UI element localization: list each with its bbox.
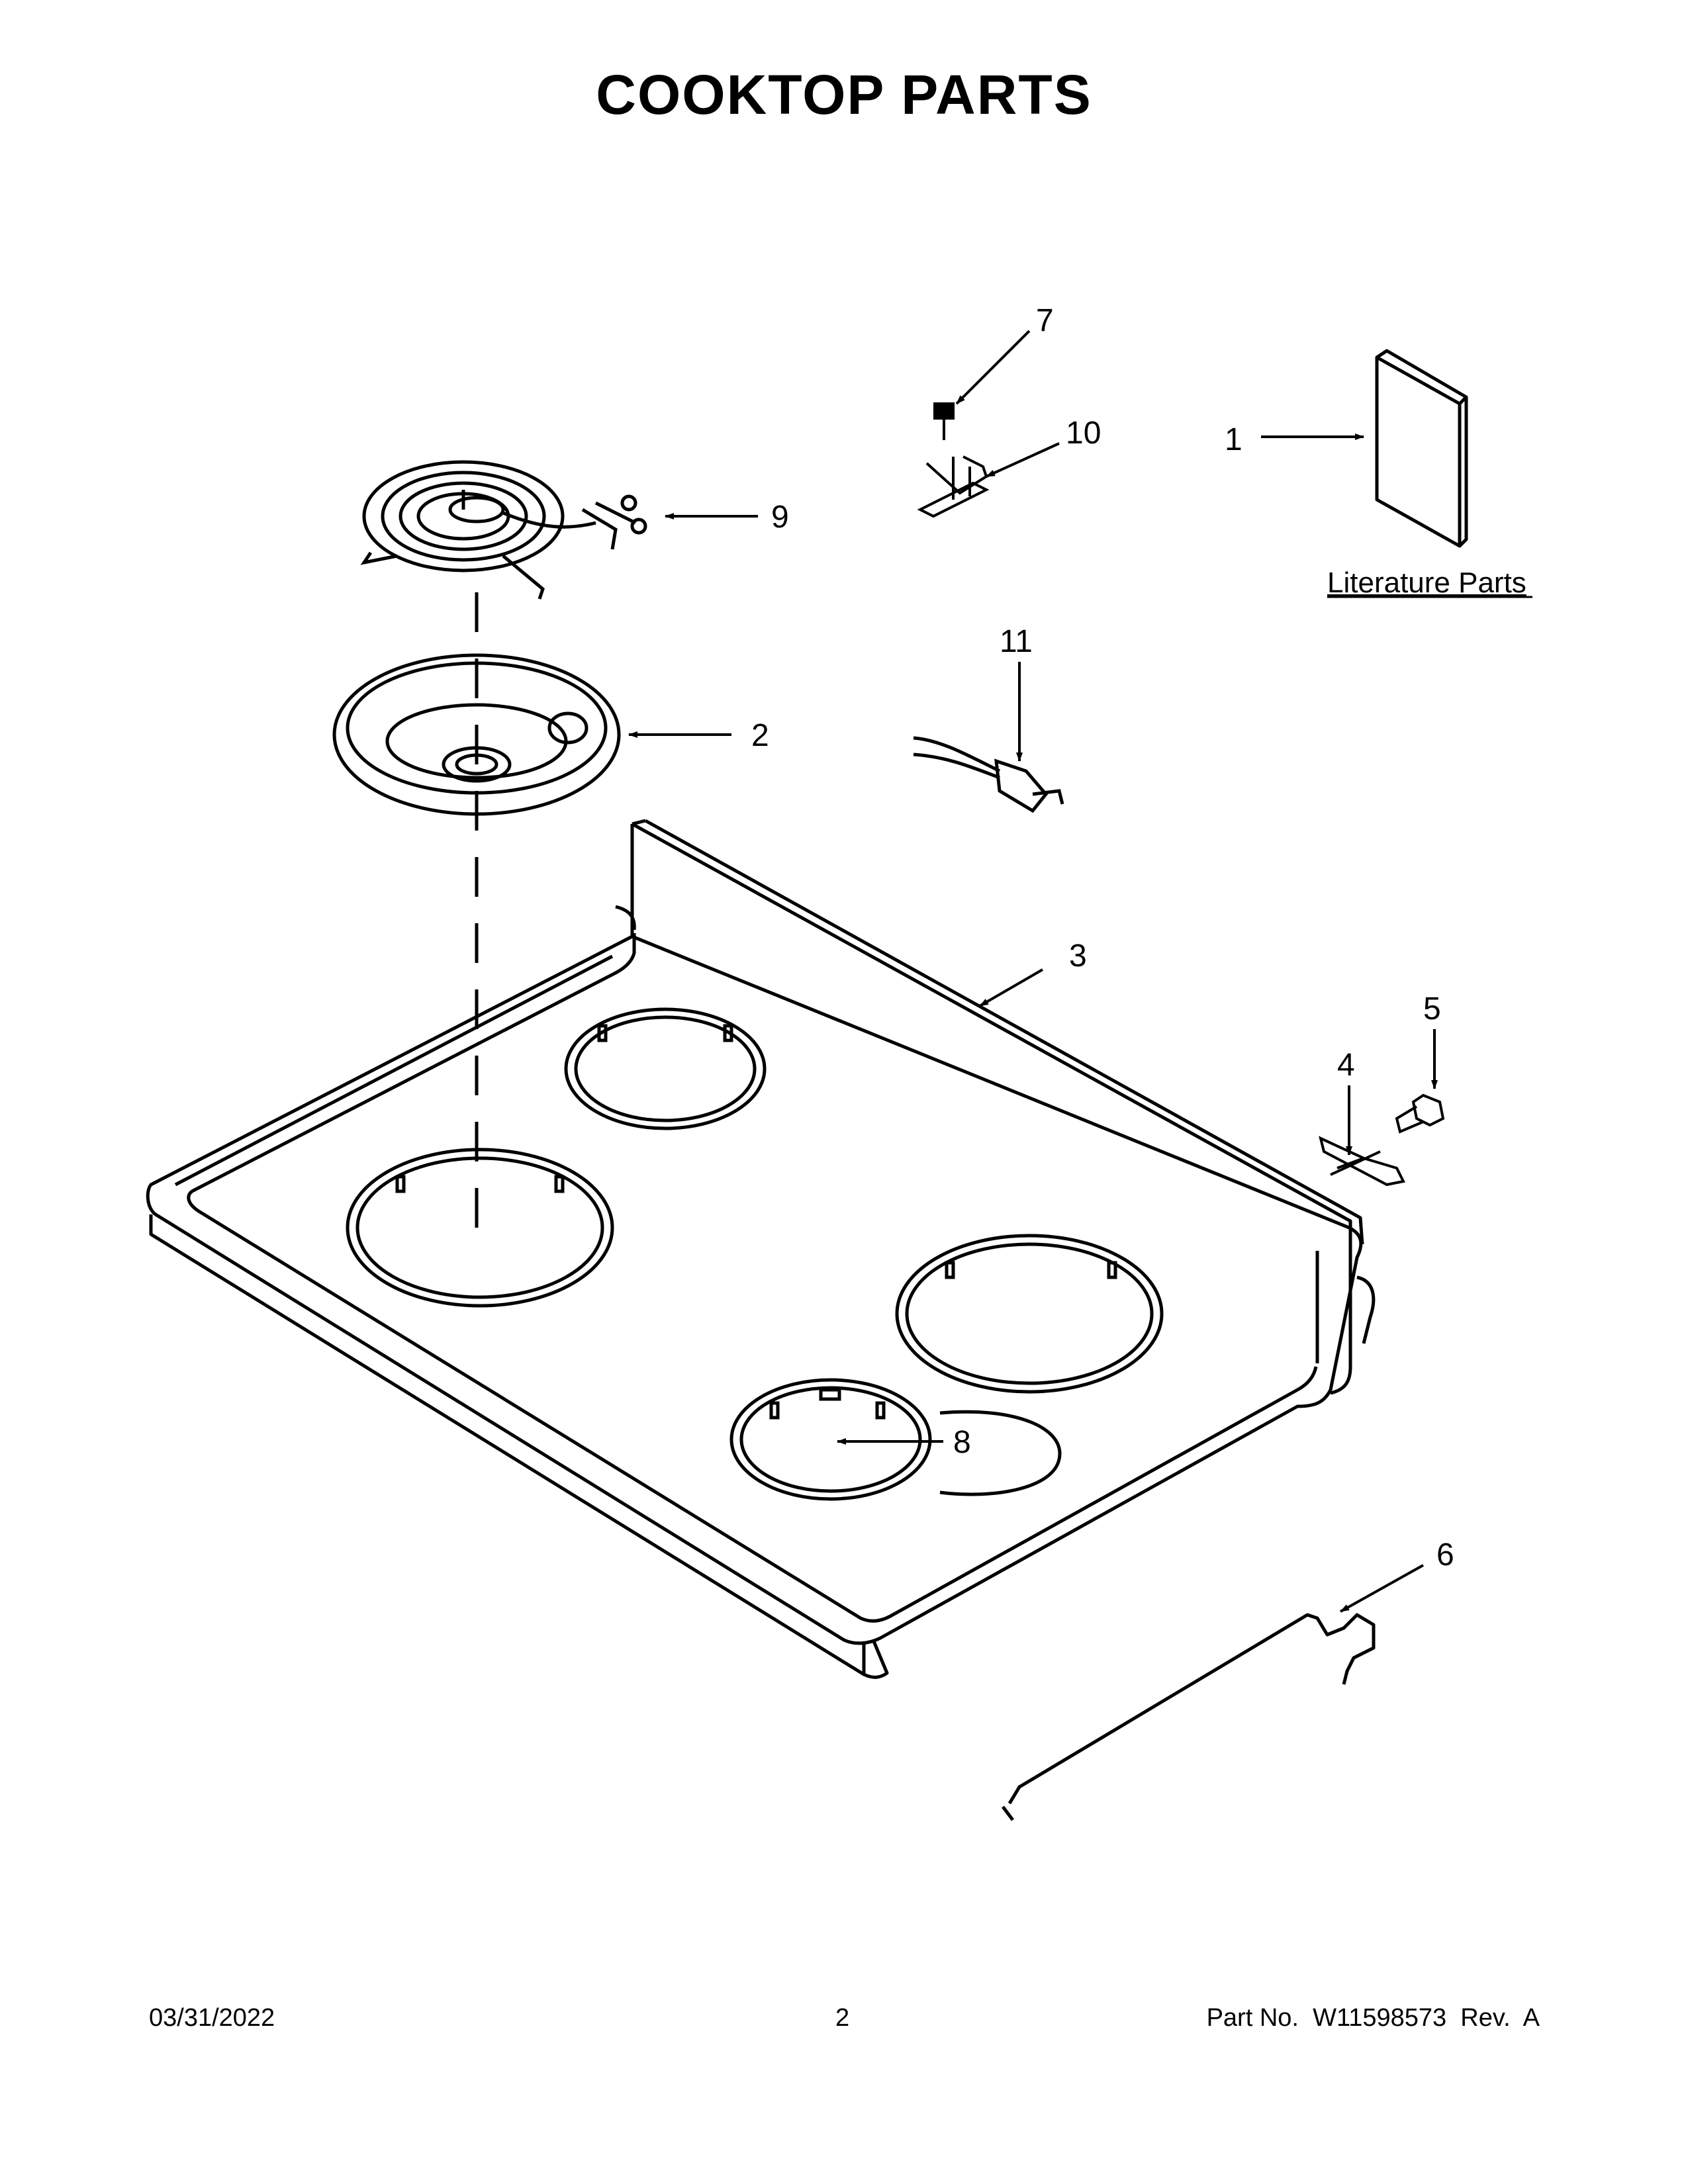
footer-date: 03/31/2022 xyxy=(149,2004,275,2032)
callout-4: 4 xyxy=(1337,1048,1355,1083)
footer-page-number: 2 xyxy=(835,2004,850,2032)
surface-element xyxy=(360,460,647,600)
literature-parts-label: Literature Parts xyxy=(1327,567,1526,599)
callout-11: 11 xyxy=(1000,624,1033,659)
callout-10: 10 xyxy=(1066,416,1101,451)
callout-7: 7 xyxy=(1036,303,1054,338)
callout-9: 9 xyxy=(771,500,789,535)
cooktop-panel xyxy=(146,819,1376,1679)
callout-3: 3 xyxy=(1069,938,1087,974)
callout-5: 5 xyxy=(1423,991,1441,1026)
page-title: COOKTOP PARTS xyxy=(596,64,1092,126)
leader-lines xyxy=(628,330,1438,1613)
callout-6: 6 xyxy=(1436,1537,1454,1572)
footer-part-number: Part No. W11598573 Rev. A xyxy=(1206,2004,1540,2032)
callout-labels: 1 2 3 4 5 6 7 8 9 10 11 Literature Parts xyxy=(751,303,1532,1572)
burner-openings xyxy=(346,1007,1164,1501)
literature-booklet xyxy=(1375,349,1468,548)
mounting-clip xyxy=(1319,1093,1445,1187)
wire-harness xyxy=(913,736,1064,813)
support-rod xyxy=(1002,1613,1376,1821)
callout-1: 1 xyxy=(1225,422,1243,457)
callout-2: 2 xyxy=(751,718,769,753)
callout-8: 8 xyxy=(953,1425,971,1460)
terminal-block-bracket xyxy=(917,402,990,518)
